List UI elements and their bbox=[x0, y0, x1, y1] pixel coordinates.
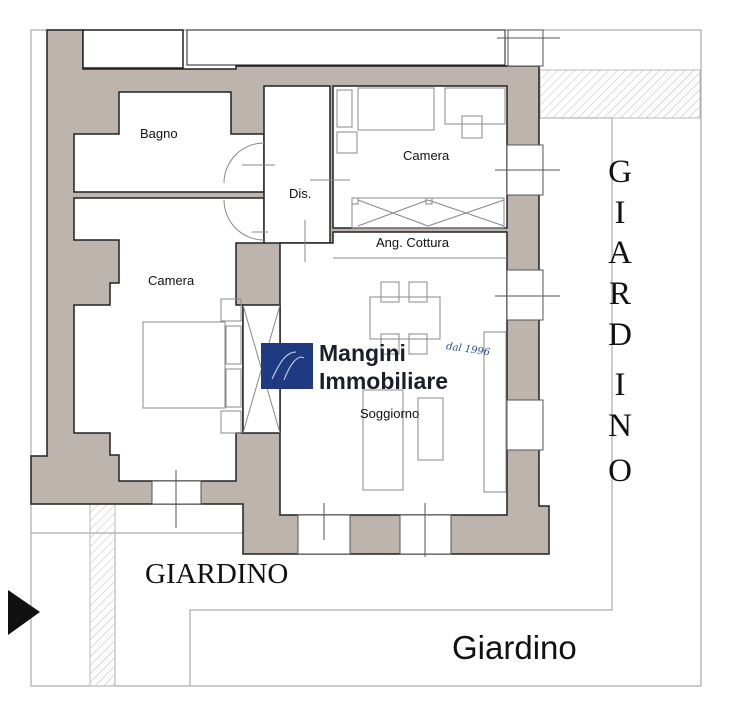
label-camera-top: Camera bbox=[403, 148, 450, 163]
garden-label-bottom-serif: GIARDINO bbox=[145, 558, 288, 590]
label-soggiorno: Soggiorno bbox=[360, 406, 419, 421]
svg-text:I: I bbox=[615, 195, 626, 231]
svg-text:A: A bbox=[608, 235, 632, 271]
garden-label-bottom-sans: Giardino bbox=[452, 629, 577, 666]
hatched-terrace-right bbox=[539, 69, 701, 119]
label-camera-left: Camera bbox=[148, 273, 195, 288]
svg-text:G: G bbox=[608, 154, 632, 190]
svg-text:R: R bbox=[609, 276, 631, 312]
garden-label-vertical: G I A R D I N O bbox=[608, 154, 632, 489]
logo-watermark: Mangini Immobiliare dal 1996 bbox=[261, 340, 491, 394]
room-camera-top bbox=[332, 85, 508, 229]
room-soggiorno bbox=[279, 231, 508, 516]
closet-top bbox=[82, 29, 184, 69]
svg-text:Immobiliare: Immobiliare bbox=[319, 368, 448, 394]
hatched-strip-left bbox=[89, 503, 116, 687]
svg-text:D: D bbox=[608, 317, 632, 353]
svg-text:O: O bbox=[608, 453, 632, 489]
hall-top bbox=[186, 29, 506, 66]
label-dis: Dis. bbox=[289, 186, 311, 201]
svg-text:I: I bbox=[615, 367, 626, 403]
windows bbox=[151, 29, 560, 557]
room-camera-left bbox=[73, 197, 265, 482]
label-bagno: Bagno bbox=[140, 126, 178, 141]
entrance-arrow-icon bbox=[8, 590, 40, 635]
furniture bbox=[142, 87, 507, 493]
label-ang-cottura: Ang. Cottura bbox=[376, 235, 450, 250]
svg-text:Mangini: Mangini bbox=[319, 340, 406, 366]
svg-text:N: N bbox=[608, 408, 632, 444]
